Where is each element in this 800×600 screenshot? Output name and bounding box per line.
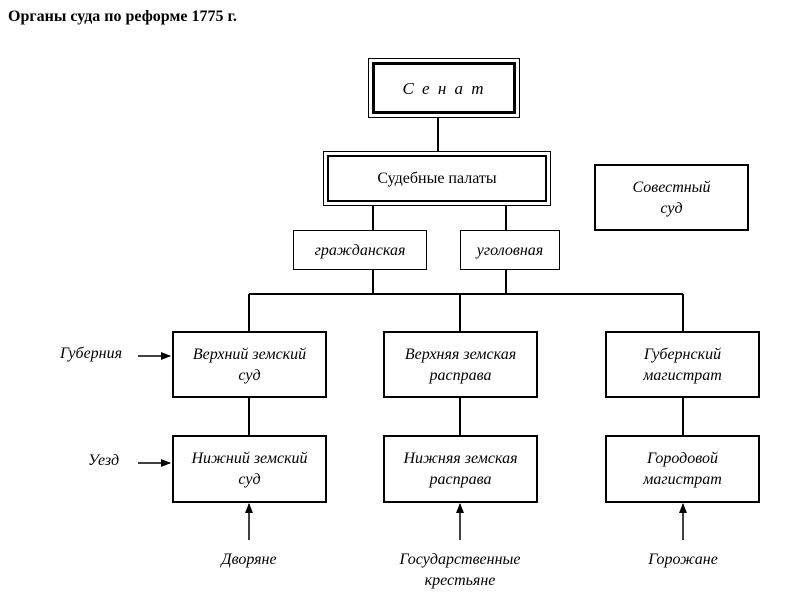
node-verkhnyaya-zemskaya-rasprava: Верхняя земская расправа: [383, 331, 538, 398]
diagram-title: Органы суда по реформе 1775 г.: [8, 8, 237, 25]
node-sovestny-sud: Совестный суд: [594, 164, 749, 231]
node-sovestny-sud-line1: Совестный: [632, 178, 711, 196]
node-gorodovoy-magistrat: Городовой магистрат: [605, 435, 760, 503]
node-sudebnye-palaty-outer: Судебные палаты: [323, 151, 551, 206]
node-nizhny-zemsky-sud-line1: Нижний земский: [191, 450, 308, 467]
node-sudebnye-palaty-label: Судебные палаты: [377, 170, 497, 187]
node-verkhnyaya-zemskaya-rasprava-line2: расправа: [429, 366, 492, 384]
node-sudebnye-palaty: Судебные палаты: [327, 155, 547, 202]
estate-gorozhane-label: Горожане: [648, 551, 718, 568]
side-label-guberniya: Губерния: [60, 345, 123, 362]
node-ugolovnaya: уголовная: [460, 230, 560, 270]
node-sovestny-sud-line2: суд: [660, 199, 683, 217]
estate-dvoryane: Дворяне: [189, 549, 309, 570]
node-gorodovoy-magistrat-line1: Городовой: [647, 450, 718, 467]
node-gubernsky-magistrat: Губернский магистрат: [605, 331, 760, 398]
estate-krestyane-line2: крестьяне: [424, 572, 496, 589]
node-verkhnyaya-zemskaya-rasprava-line1: Верхняя земская: [404, 345, 517, 363]
node-ugolovnaya-label: уголовная: [476, 241, 544, 259]
node-gubernsky-magistrat-line2: магистрат: [643, 366, 722, 384]
node-nizhnyaya-zemskaya-rasprava-line1: Нижняя земская: [403, 450, 518, 467]
node-gubernsky-magistrat-line1: Губернский: [643, 345, 722, 363]
estate-krestyane: Государственные крестьяне: [375, 549, 545, 591]
node-nizhny-zemsky-sud-line2: суд: [238, 471, 261, 488]
node-grazhdanskaya-label: гражданская: [314, 241, 406, 259]
node-senat-label: С е н а т: [402, 78, 486, 98]
node-senat: С е н а т: [372, 62, 516, 114]
node-senat-outer: С е н а т: [368, 58, 520, 118]
node-nizhnyaya-zemskaya-rasprava: Нижняя земская расправа: [383, 435, 538, 503]
estate-krestyane-line1: Государственные: [399, 551, 521, 568]
node-verkhny-zemsky-sud-line1: Верхний земский: [192, 345, 307, 363]
node-grazhdanskaya: гражданская: [293, 230, 427, 270]
node-nizhny-zemsky-sud: Нижний земский суд: [172, 435, 327, 503]
estate-dvoryane-label: Дворяне: [221, 551, 277, 568]
side-label-uezd: Уезд: [88, 452, 120, 469]
node-verkhny-zemsky-sud: Верхний земский суд: [172, 331, 327, 398]
node-gorodovoy-magistrat-line2: магистрат: [643, 471, 722, 488]
node-verkhny-zemsky-sud-line2: суд: [238, 366, 261, 384]
node-nizhnyaya-zemskaya-rasprava-line2: расправа: [429, 471, 492, 488]
estate-gorozhane: Горожане: [623, 549, 743, 570]
